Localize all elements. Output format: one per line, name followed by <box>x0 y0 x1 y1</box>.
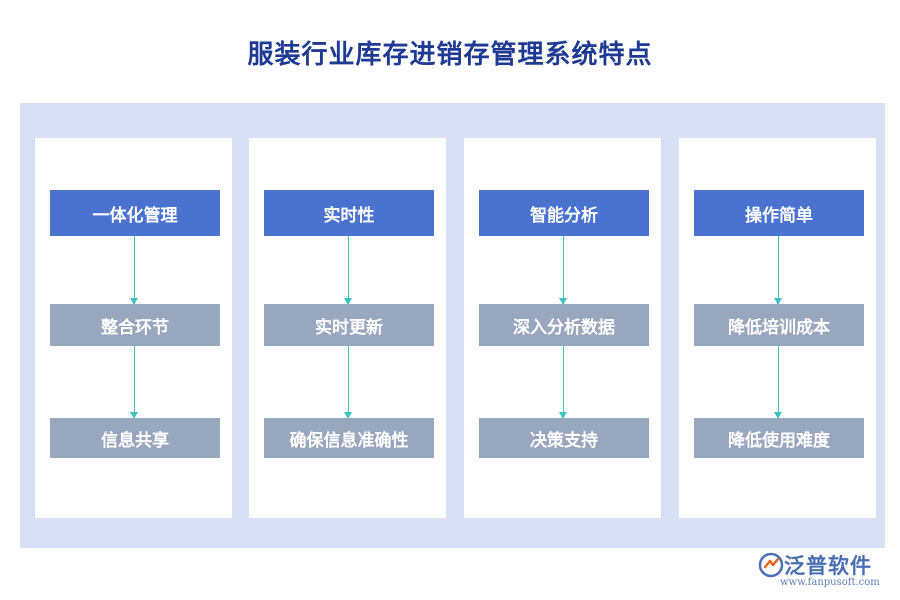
features-panel: 一体化管理 整合环节 信息共享 实时性 实时更新 确保信息准确性 智能分析 深入… <box>20 103 885 548</box>
feature-column-realtime: 实时性 实时更新 确保信息准确性 <box>249 138 446 518</box>
feature-result: 决策支持 <box>479 418 649 458</box>
flow-arrow <box>774 346 782 419</box>
feature-detail: 整合环节 <box>50 304 220 346</box>
fanpu-logo-icon <box>758 552 784 578</box>
feature-result: 信息共享 <box>50 418 220 458</box>
flow-arrow <box>130 346 138 419</box>
flow-arrow <box>130 236 138 305</box>
flow-arrow <box>559 236 567 305</box>
flow-arrow <box>344 346 352 419</box>
feature-result: 确保信息准确性 <box>264 418 434 458</box>
feature-detail: 降低培训成本 <box>694 304 864 346</box>
flow-arrow <box>559 346 567 419</box>
feature-head: 一体化管理 <box>50 190 220 236</box>
feature-column-integrated: 一体化管理 整合环节 信息共享 <box>35 138 232 518</box>
diagram-title: 服装行业库存进销存管理系统特点 <box>247 40 653 70</box>
feature-result: 降低使用难度 <box>694 418 864 458</box>
brand-name: 泛普软件 <box>784 554 872 578</box>
feature-head: 智能分析 <box>479 190 649 236</box>
feature-column-simple: 操作简单 降低培训成本 降低使用难度 <box>679 138 876 518</box>
feature-head: 操作简单 <box>694 190 864 236</box>
feature-detail: 实时更新 <box>264 304 434 346</box>
feature-column-analysis: 智能分析 深入分析数据 决策支持 <box>464 138 661 518</box>
feature-detail: 深入分析数据 <box>479 304 649 346</box>
feature-head: 实时性 <box>264 190 434 236</box>
brand-logo: 泛普软件 www.fanpusoft.com <box>758 550 888 592</box>
brand-url: www.fanpusoft.com <box>780 577 880 588</box>
flow-arrow <box>344 236 352 305</box>
flow-arrow <box>774 236 782 305</box>
